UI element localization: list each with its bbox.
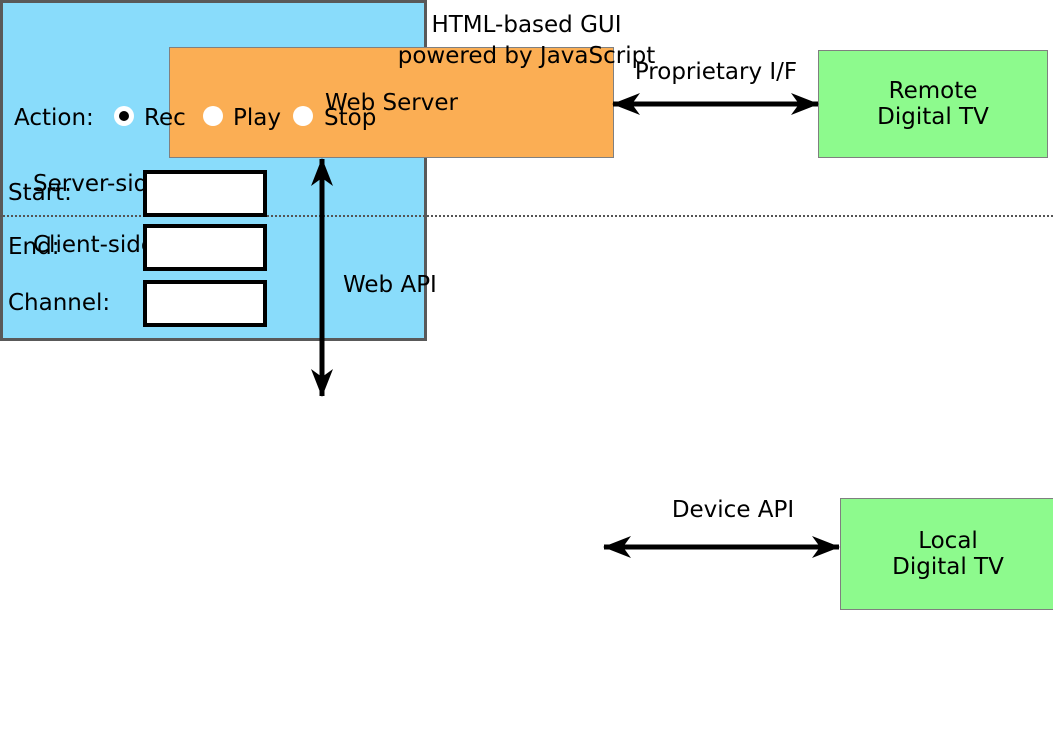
rec-radio-button[interactable]: [114, 106, 134, 126]
stop-radio-label: Stop: [324, 105, 377, 131]
local-tv-label-line2: Digital TV: [892, 554, 1004, 580]
remote-tv-label-line2: Digital TV: [877, 104, 989, 130]
gui-title-line2: powered by JavaScript: [397, 43, 656, 69]
local-digital-tv-box: Local Digital TV: [840, 498, 1053, 610]
gui-title: HTML-based GUI powered by JavaScript: [0, 10, 1053, 72]
action-row: Action: Rec Play Stop: [14, 105, 1049, 131]
stop-radio-button[interactable]: [293, 106, 313, 126]
proprietary-if-label: Proprietary I/F: [634, 59, 798, 85]
server-client-divider: [0, 215, 1053, 217]
gui-title-line1: HTML-based GUI: [431, 12, 622, 38]
action-label: Action:: [14, 105, 94, 131]
web-server-box: Web Server: [169, 47, 614, 158]
remote-digital-tv-box: Remote Digital TV: [818, 50, 1048, 158]
end-input[interactable]: [143, 224, 267, 271]
remote-tv-label-line1: Remote: [888, 78, 978, 104]
play-radio-button[interactable]: [203, 106, 223, 126]
html-gui-box: HTML-based GUI powered by JavaScript Act…: [0, 0, 655, 341]
start-input[interactable]: [143, 170, 267, 217]
channel-input[interactable]: [143, 280, 267, 327]
device-api-label: Device API: [671, 497, 795, 523]
local-tv-label-line1: Local: [918, 528, 978, 554]
client-side-label: Client-side: [33, 232, 156, 258]
rec-radio-label: Rec: [144, 105, 186, 131]
start-field-label: Start:: [8, 180, 72, 206]
end-field-label: End:: [8, 234, 60, 260]
channel-field-label: Channel:: [8, 290, 111, 316]
web-api-label: Web API: [343, 272, 437, 298]
play-radio-label: Play: [233, 105, 281, 131]
server-side-label: Server-side: [33, 171, 163, 197]
web-server-label: Web Server: [325, 89, 458, 116]
